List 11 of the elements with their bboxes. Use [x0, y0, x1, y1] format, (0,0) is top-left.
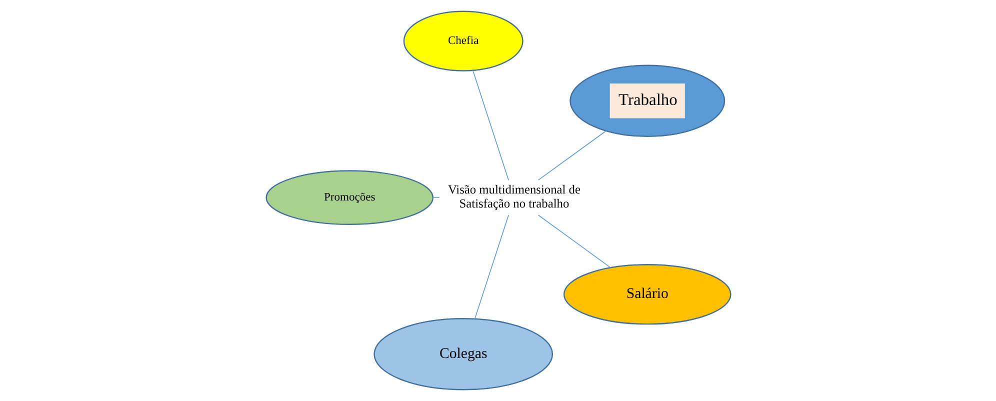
node-ellipse: Salário	[562, 264, 731, 325]
connector	[537, 214, 611, 268]
node-ellipse: Colegas	[373, 318, 553, 390]
node-text: Visão multidimensional de Satisfação no trabalho	[447, 182, 580, 211]
connector	[537, 130, 606, 180]
node-ellipse: Chefia	[402, 10, 523, 72]
connector	[472, 70, 508, 181]
connector	[432, 197, 440, 198]
node-ellipse: Trabalho	[569, 64, 725, 137]
node-ellipse: Promoções	[265, 170, 434, 226]
connector	[474, 214, 508, 320]
